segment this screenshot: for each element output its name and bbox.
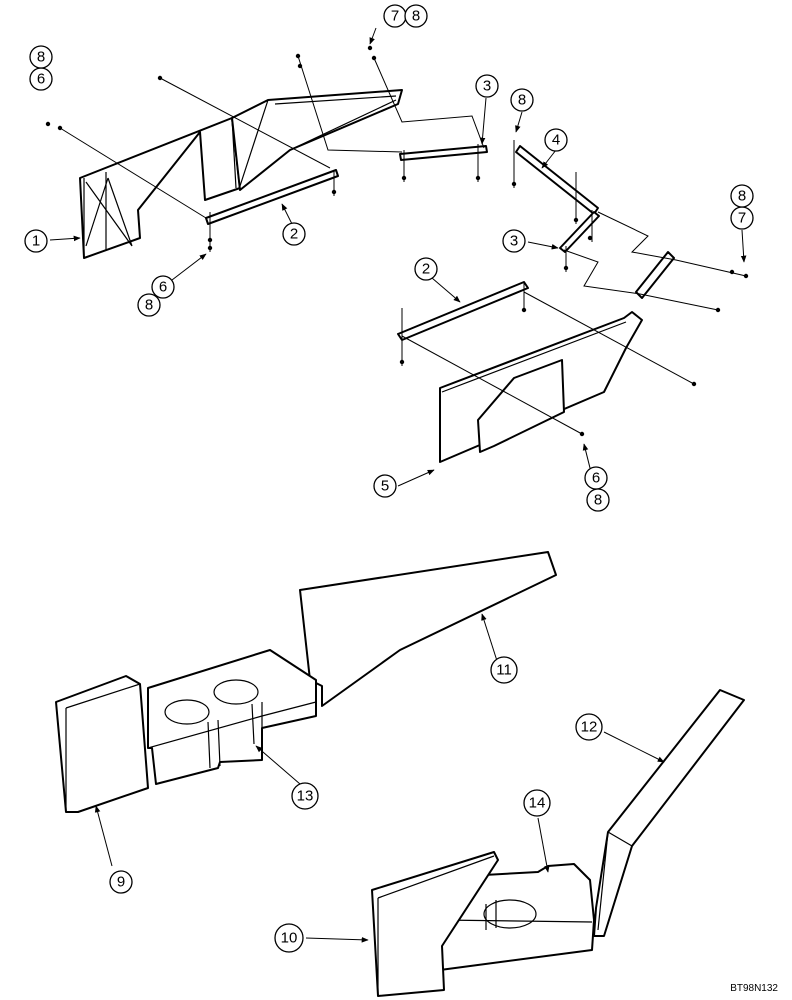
lower-short-rail — [559, 211, 600, 253]
upper-left-rail — [205, 169, 339, 225]
svg-text:8: 8 — [518, 92, 526, 109]
assembly-lines — [59, 55, 747, 435]
leader-arrows — [49, 27, 747, 943]
svg-text:9: 9 — [117, 874, 125, 891]
svg-text:5: 5 — [381, 478, 389, 495]
svg-text:10: 10 — [281, 930, 298, 947]
callout-4: 4 — [544, 128, 568, 152]
callout-12: 12 — [575, 713, 603, 741]
callout-6: 6 — [29, 67, 53, 91]
upper-short-rail — [399, 145, 488, 161]
callout-1: 1 — [24, 229, 48, 253]
right-upright-strip — [635, 251, 675, 299]
lower-rail — [397, 281, 529, 341]
svg-text:8: 8 — [594, 492, 602, 509]
callout-8: 8 — [586, 488, 610, 512]
left-plate-weight — [371, 851, 499, 997]
center-block-weight — [147, 649, 317, 785]
callout-11: 11 — [490, 656, 518, 684]
callout-3: 3 — [475, 74, 499, 98]
svg-text:2: 2 — [290, 226, 298, 243]
callout-6: 6 — [584, 466, 608, 490]
callout-13: 13 — [291, 782, 319, 810]
right-side-panel — [439, 311, 643, 463]
callout-5: 5 — [373, 474, 397, 498]
left-side-panel — [79, 89, 403, 259]
svg-text:13: 13 — [297, 788, 314, 805]
callout-8: 8 — [730, 184, 754, 208]
callout-7: 7 — [383, 4, 407, 28]
svg-text:1: 1 — [32, 233, 40, 250]
callout-7: 7 — [730, 206, 754, 230]
callout-9: 9 — [109, 870, 133, 894]
svg-text:6: 6 — [37, 71, 45, 88]
svg-text:8: 8 — [738, 188, 746, 205]
svg-text:8: 8 — [37, 49, 45, 66]
drawing-code: BT98N132 — [730, 983, 778, 994]
svg-text:7: 7 — [391, 8, 399, 25]
diagonal-rail — [515, 145, 599, 215]
svg-text:4: 4 — [552, 132, 560, 149]
svg-text:12: 12 — [581, 719, 598, 736]
callout-2: 2 — [414, 257, 438, 281]
callout-2: 2 — [282, 222, 306, 246]
callout-8: 8 — [404, 4, 428, 28]
svg-text:3: 3 — [510, 233, 518, 250]
svg-text:2: 2 — [422, 261, 430, 278]
callout-8: 8 — [137, 293, 161, 317]
long-wedge-weight — [299, 551, 557, 707]
callout-6: 6 — [151, 275, 175, 299]
callout-8: 8 — [29, 45, 53, 69]
angled-plate-weight — [593, 689, 745, 937]
callout-8: 8 — [510, 88, 534, 112]
svg-text:8: 8 — [145, 297, 153, 314]
svg-text:6: 6 — [592, 470, 600, 487]
callout-14: 14 — [523, 789, 551, 817]
svg-text:6: 6 — [159, 279, 167, 296]
svg-text:3: 3 — [483, 78, 491, 95]
svg-text:7: 7 — [738, 210, 746, 227]
svg-text:8: 8 — [412, 8, 420, 25]
svg-text:14: 14 — [529, 795, 546, 812]
end-plate-weight — [55, 675, 149, 813]
callout-3: 3 — [502, 229, 526, 253]
svg-text:11: 11 — [496, 662, 512, 679]
callout-10: 10 — [274, 923, 304, 953]
